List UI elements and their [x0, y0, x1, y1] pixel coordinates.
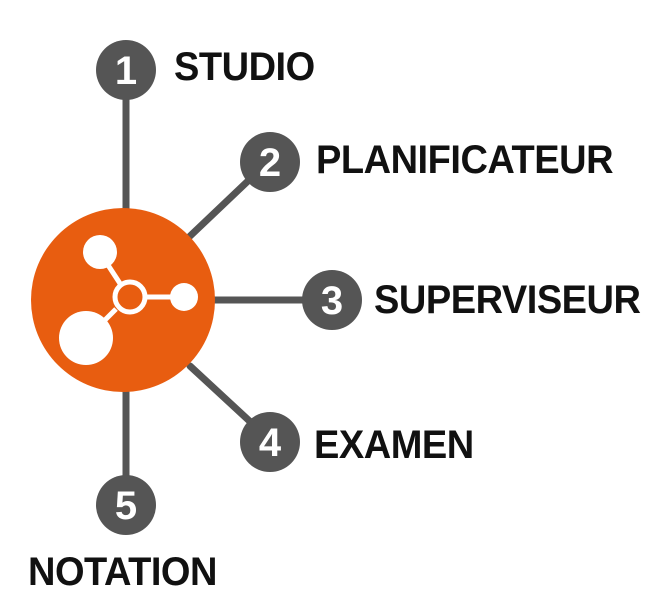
label-planificateur: PLANIFICATEUR — [316, 138, 614, 182]
label-examen: EXAMEN — [314, 423, 474, 467]
share-network-icon — [59, 235, 198, 365]
node-3: 3 — [302, 270, 362, 330]
node-1-number: 1 — [115, 49, 137, 93]
node-3-number: 3 — [321, 279, 343, 323]
label-superviseur: SUPERVISEUR — [374, 278, 641, 322]
node-5-number: 5 — [115, 484, 137, 528]
node-2-number: 2 — [259, 141, 281, 185]
node-1: 1 — [96, 40, 156, 100]
label-notation: NOTATION — [28, 550, 217, 594]
node-4: 4 — [240, 412, 300, 472]
node-2: 2 — [240, 132, 300, 192]
node-4-number: 4 — [259, 421, 282, 465]
node-5: 5 — [96, 475, 156, 535]
label-studio: STUDIO — [174, 45, 315, 89]
hub — [31, 208, 215, 392]
